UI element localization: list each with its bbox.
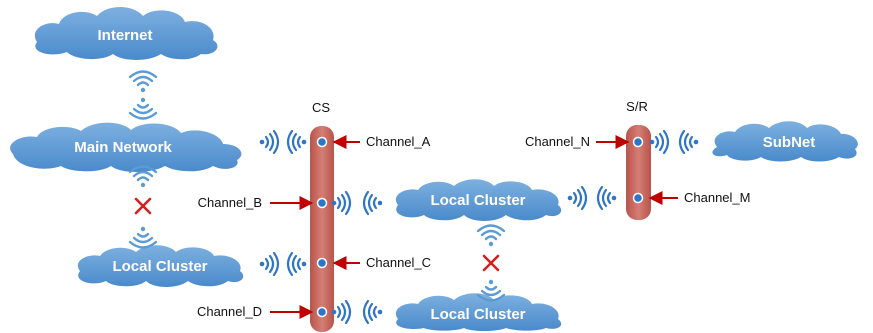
wifi-main-network-to-local-cluster-blocked <box>128 165 158 249</box>
channel-d-label: Channel_D <box>197 304 262 319</box>
bar-sr-label: S/R <box>626 99 648 114</box>
cloud-subnet-label: SubNet <box>763 134 816 151</box>
signal-local-cluster-left-to-cs <box>259 251 307 277</box>
port-n <box>632 136 644 148</box>
signal-local-cluster-mid-to-sr <box>567 185 617 211</box>
cloud-subnet: SubNet <box>712 121 858 162</box>
cloud-local-cluster-left: Local Cluster <box>77 245 244 287</box>
cloud-local-cluster-bottom: Local Cluster <box>395 293 562 331</box>
signal-cs-to-local-cluster-bottom <box>331 299 383 325</box>
wifi-internet-to-main-network <box>128 70 158 120</box>
bar-sr <box>626 125 651 220</box>
signal-sr-to-subnet <box>649 129 699 155</box>
signal-cs-to-local-cluster-mid <box>331 190 383 216</box>
blocked-x-icon-mid <box>482 254 500 272</box>
cloud-local-cluster-mid-label: Local Cluster <box>430 192 525 209</box>
cloud-local-cluster-mid: Local Cluster <box>395 179 562 221</box>
cloud-main-network: Main Network <box>10 122 242 172</box>
port-m <box>632 192 644 204</box>
channel-m-label: Channel_M <box>684 190 751 205</box>
sr-ports <box>632 136 644 204</box>
port-d <box>316 306 328 318</box>
port-c <box>316 257 328 269</box>
wifi-local-cluster-mid-to-bottom-blocked <box>476 224 506 302</box>
port-b <box>316 197 328 209</box>
port-a <box>316 136 328 148</box>
channel-c-label: Channel_C <box>366 255 431 270</box>
signal-main-network-to-cs <box>259 129 307 155</box>
bar-cs-label: CS <box>312 100 330 115</box>
cloud-main-network-label: Main Network <box>74 139 172 156</box>
blocked-x-icon-left <box>134 197 152 215</box>
cloud-local-cluster-bottom-label: Local Cluster <box>430 306 525 323</box>
bar-cs <box>310 126 334 332</box>
channel-b-label: Channel_B <box>198 195 262 210</box>
cs-ports <box>316 136 328 318</box>
channel-n-label: Channel_N <box>525 134 590 149</box>
cloud-local-cluster-left-label: Local Cluster <box>112 258 207 275</box>
cloud-internet-label: Internet <box>97 27 152 44</box>
cloud-internet: Internet <box>34 7 218 60</box>
channel-a-label: Channel_A <box>366 134 431 149</box>
